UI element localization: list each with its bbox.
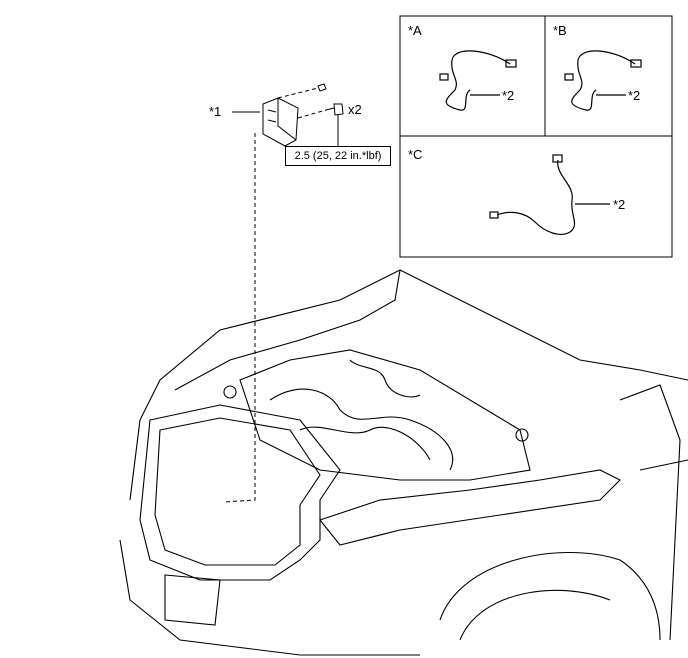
bolt bbox=[325, 103, 344, 116]
variant-box bbox=[399, 15, 673, 258]
dashed-install-lines bbox=[223, 87, 327, 503]
torque-spec-box: 2.5 (25, 22 in.*lbf) bbox=[285, 146, 391, 166]
vehicle-front-outline bbox=[119, 269, 688, 656]
wire-harness-c bbox=[489, 154, 610, 235]
callout-part2-a: *2 bbox=[502, 88, 515, 103]
callout-part2-b: *2 bbox=[628, 88, 641, 103]
callout-part2-c: *2 bbox=[613, 197, 626, 212]
callout-part1: *1 bbox=[209, 104, 222, 119]
wire-harness-b bbox=[564, 50, 642, 111]
quantity-label: x2 bbox=[348, 102, 362, 117]
variant-label-c: *C bbox=[408, 147, 423, 162]
bolt-top bbox=[317, 83, 327, 92]
variant-label-a: *A bbox=[408, 23, 422, 38]
variant-label-b: *B bbox=[553, 23, 567, 38]
radar-sensor-module bbox=[262, 97, 299, 147]
